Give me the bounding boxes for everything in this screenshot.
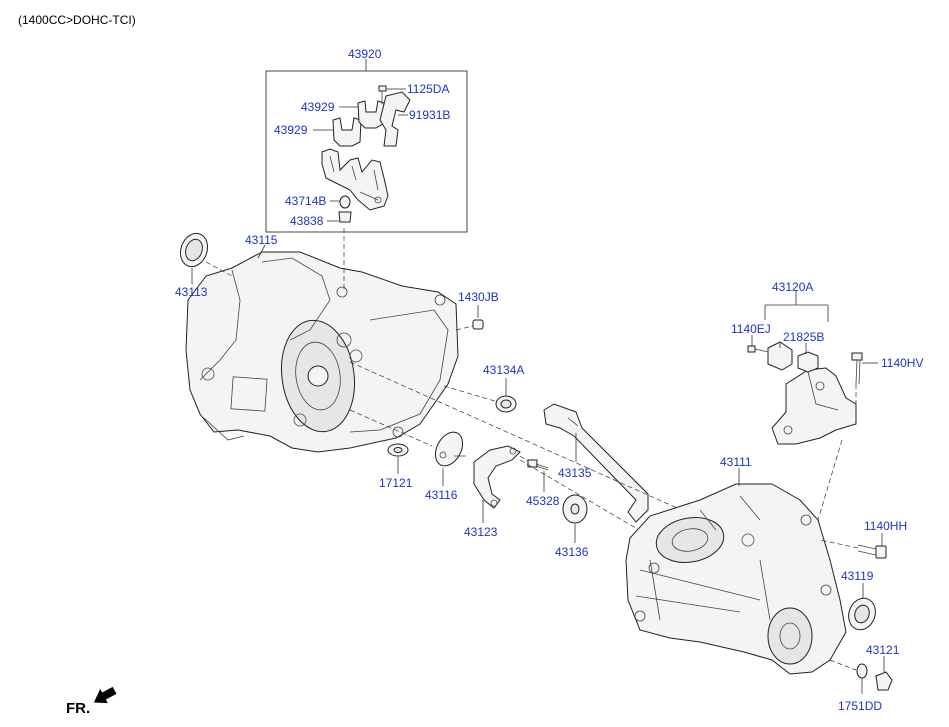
bushing-43714b xyxy=(339,195,351,209)
label-1140hh[interactable]: 1140HH xyxy=(864,519,907,533)
label-43120a[interactable]: 43120A xyxy=(772,280,813,294)
bolt-1140hh xyxy=(857,544,887,559)
shift-control-bracket xyxy=(321,148,389,211)
insulator-21825b xyxy=(767,341,793,371)
retainer-43123 xyxy=(473,445,521,509)
oil-seal-43134a xyxy=(495,395,517,413)
cushion-small xyxy=(797,351,819,373)
oil-seal-43113 xyxy=(179,232,209,268)
cover-plate-43136 xyxy=(562,494,588,524)
label-43116[interactable]: 43116 xyxy=(425,488,458,502)
label-43113[interactable]: 43113 xyxy=(175,285,208,299)
dash-mount xyxy=(817,439,843,521)
label-1140ej[interactable]: 1140EJ xyxy=(731,322,771,336)
dash-drain xyxy=(829,659,857,671)
guide-plate-43116 xyxy=(434,431,466,467)
label-43134a[interactable]: 43134A xyxy=(483,363,524,377)
label-43838[interactable]: 43838 xyxy=(290,214,324,228)
label-43929-upper[interactable]: 43929 xyxy=(301,100,335,114)
dash-axis-b xyxy=(349,409,433,447)
shift-rail-43135 xyxy=(543,403,649,523)
gasket-1751dd xyxy=(856,663,868,679)
leader-43115 xyxy=(257,244,266,259)
dash-axis-a xyxy=(349,361,705,521)
label-43920[interactable]: 43920 xyxy=(348,47,382,61)
washer-17121 xyxy=(387,443,409,457)
bolt-1140hv xyxy=(851,352,863,385)
shift-fork-lower xyxy=(332,117,362,147)
dash-45328 xyxy=(519,455,529,462)
drain-plug-43121 xyxy=(875,671,893,691)
label-45328[interactable]: 45328 xyxy=(526,494,560,508)
label-91931b[interactable]: 91931B xyxy=(409,108,450,122)
oil-seal-43119 xyxy=(848,597,876,631)
bracket-91931b xyxy=(379,91,411,147)
label-1140hv[interactable]: 1140HV xyxy=(881,356,923,370)
label-43714b[interactable]: 43714B xyxy=(285,194,326,208)
label-43135[interactable]: 43135 xyxy=(558,466,592,480)
shift-fork-upper xyxy=(357,100,385,129)
label-43929-lower[interactable]: 43929 xyxy=(274,123,308,137)
bolt-1125da xyxy=(378,85,387,104)
label-43119[interactable]: 43119 xyxy=(841,569,874,583)
shift-lever-assy-box xyxy=(265,70,468,233)
dash-43134a xyxy=(443,385,499,403)
label-43121[interactable]: 43121 xyxy=(866,643,900,657)
transaxle-case-43111 xyxy=(625,483,847,675)
dash-43113 xyxy=(205,261,233,277)
mount-bracket-43120a xyxy=(771,367,857,445)
label-43111[interactable]: 43111 xyxy=(720,455,752,469)
label-43115[interactable]: 43115 xyxy=(245,233,278,247)
label-21825b[interactable]: 21825B xyxy=(783,330,824,344)
dash-1140hh xyxy=(819,539,859,549)
clutch-housing-43115 xyxy=(185,251,459,453)
plug-1430jb xyxy=(472,319,484,330)
label-17121[interactable]: 17121 xyxy=(379,476,413,490)
label-43136[interactable]: 43136 xyxy=(555,545,589,559)
label-1430jb[interactable]: 1430JB xyxy=(458,290,499,304)
dash-1430jb xyxy=(455,325,474,331)
bolt-45328 xyxy=(527,459,549,471)
engine-spec-note: (1400CC>DOHC-TCI) xyxy=(18,13,136,27)
label-1751dd[interactable]: 1751DD xyxy=(838,699,882,713)
front-arrow-icon xyxy=(93,686,117,704)
label-1125da[interactable]: 1125DA xyxy=(407,82,449,96)
label-43123[interactable]: 43123 xyxy=(464,525,498,539)
front-direction-label: FR. xyxy=(66,700,90,717)
cap-43838 xyxy=(338,211,352,223)
bolt-1140ej xyxy=(747,345,769,353)
